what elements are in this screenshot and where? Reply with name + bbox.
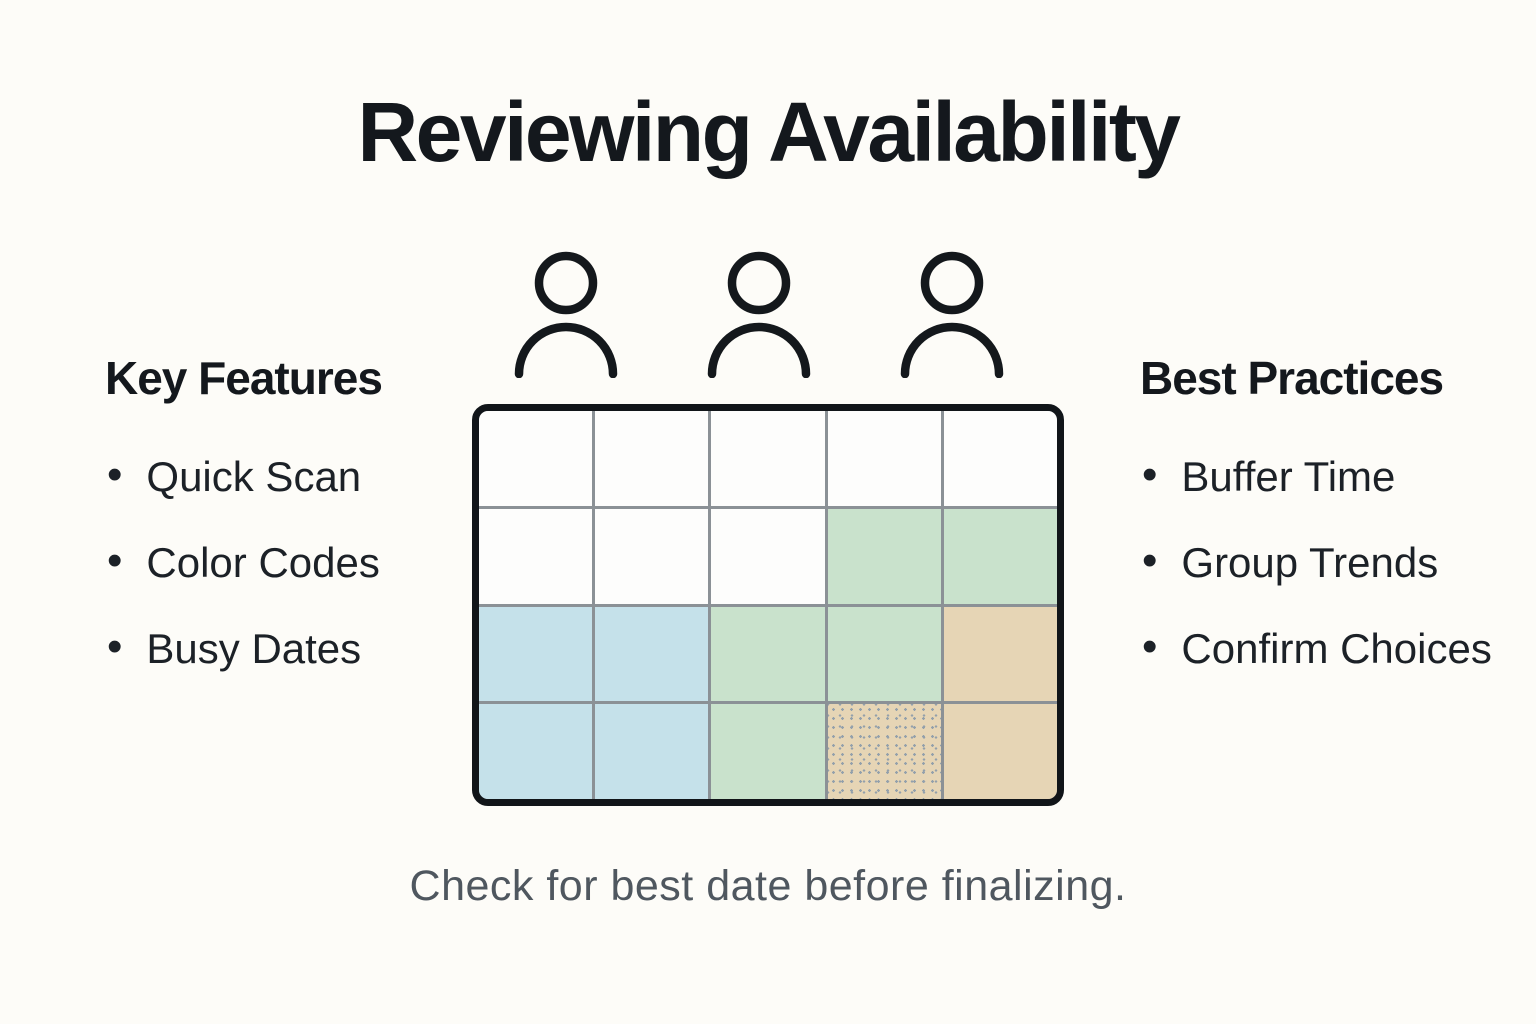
grid-cell-r3-c4-green <box>827 606 941 702</box>
grid-cell-r4-c3-green <box>711 704 825 799</box>
key-features-heading: Key Features <box>105 352 383 404</box>
person-icon <box>897 248 1007 379</box>
grid-cell-r2-c2-white <box>595 508 709 604</box>
list-item: Group Trends <box>1142 538 1492 588</box>
list-item: Confirm Choices <box>1142 624 1491 674</box>
grid-cell-r3-c5-tan <box>943 606 1057 702</box>
grid-cell-r2-c5-green <box>943 508 1057 604</box>
grid-cell-r1-c4-white <box>827 411 941 506</box>
grid-cell-r4-c2-blue <box>595 704 709 799</box>
grid-cell-r3-c2-blue <box>595 606 709 702</box>
grid-cell-r4-c4-tan_dotted <box>827 704 941 799</box>
grid-cell-r2-c1-white <box>479 508 593 604</box>
person-icon <box>511 248 621 379</box>
grid-cell-r1-c2-white <box>595 411 709 506</box>
person-icon <box>704 248 814 379</box>
list-item: Buffer Time <box>1142 452 1492 502</box>
list-item: Busy Dates <box>107 624 380 674</box>
people-row <box>511 248 1007 380</box>
key-features-list: Quick Scan Color Codes Busy Dates <box>107 452 380 710</box>
best-practices-heading: Best Practices <box>1140 352 1444 404</box>
list-item: Color Codes <box>107 538 379 588</box>
caption: Check for best date before finalizing. <box>409 862 1127 910</box>
grid-cell-r3-c3-green <box>711 606 825 702</box>
grid-cell-r4-c1-blue <box>479 704 593 799</box>
grid-cell-r2-c3-white <box>711 508 825 604</box>
best-practices-list: Buffer Time Group Trends Confirm Choices <box>1142 452 1492 710</box>
grid-cell-r2-c4-green <box>827 508 941 604</box>
grid-cell-r1-c1-white <box>479 411 593 506</box>
page-title: Reviewing Availability <box>357 85 1181 179</box>
availability-grid <box>472 404 1064 806</box>
grid-cell-r4-c5-tan <box>943 704 1057 799</box>
grid-cell-r1-c3-white <box>711 411 825 506</box>
grid-cell-r3-c1-blue <box>479 606 593 702</box>
list-item: Quick Scan <box>107 452 380 502</box>
grid-cell-r1-c5-white <box>943 411 1057 506</box>
